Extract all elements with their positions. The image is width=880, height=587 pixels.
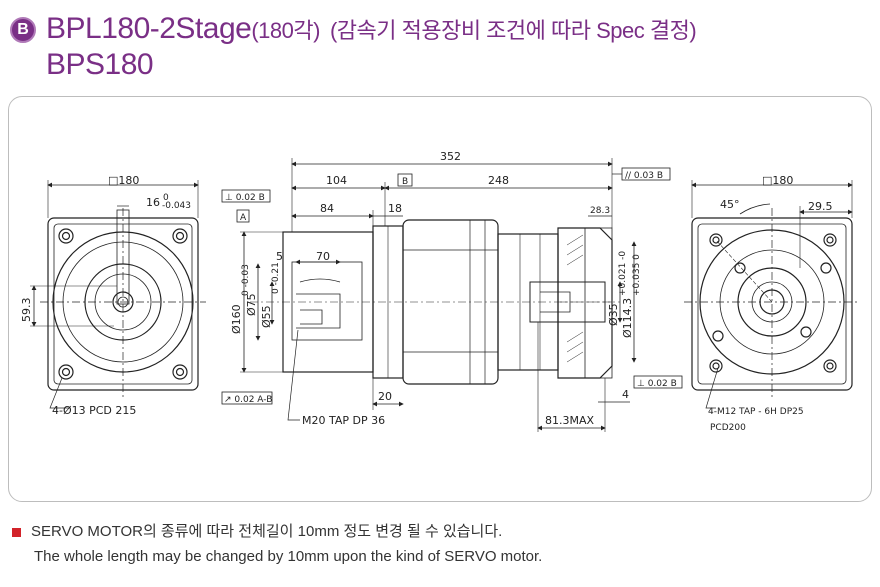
dia-1143-label: Ø114.3	[621, 298, 634, 338]
model-title-2: BPS180	[46, 48, 154, 81]
tol-par-label: // 0.03 B	[625, 171, 663, 181]
dia-35-tol: +0.021 -0	[618, 251, 628, 296]
dia-75-label: Ø75	[245, 293, 258, 316]
len-5-label: 5	[276, 250, 283, 263]
tol-perp-label: ⊥ 0.02 B	[225, 193, 265, 203]
footer-note-en: The whole length may be changed by 10mm …	[34, 548, 543, 565]
key-tol-top: 0	[163, 193, 169, 203]
key-width-label: 16	[146, 196, 160, 209]
model-size: (180각)	[251, 18, 320, 43]
len-18-label: 18	[388, 202, 402, 215]
len-283-label: 28.3	[590, 206, 610, 216]
right-pcd-note: PCD200	[710, 423, 746, 433]
len-20-label: 20	[378, 390, 392, 403]
footer-note-ko: SERVO MOTOR의 종류에 따라 전체길이 10mm 정도 변경 될 수 …	[12, 520, 502, 541]
tol-perp2-label: ⊥ 0.02 B	[637, 379, 677, 389]
series-badge: B	[10, 17, 36, 43]
model-name: BPL180-2Stage	[46, 12, 252, 45]
len-295-label: 29.5	[808, 200, 833, 213]
dia-160-label: Ø160	[230, 304, 243, 334]
datum-b-label: B	[402, 177, 408, 187]
left-bolt-note: 4-Ø13 PCD 215	[52, 404, 136, 417]
right-view	[684, 180, 860, 409]
dia-55-label: Ø55	[260, 305, 273, 328]
note-ko-text: SERVO MOTOR의 종류에 따라 전체길이 10mm 정도 변경 될 수 …	[31, 523, 503, 540]
side-view	[240, 158, 637, 432]
angle-label: 45°	[720, 198, 740, 211]
right-tap-note: 4-M12 TAP - 6H DP25	[708, 407, 804, 417]
total-length-label: 352	[440, 150, 461, 163]
dia-35-label: Ø35	[607, 303, 620, 326]
key-tol-bottom: -0.043	[162, 201, 191, 211]
len-104-label: 104	[326, 174, 347, 187]
len-84-label: 84	[320, 202, 334, 215]
max-len-label: 81.3MAX	[545, 414, 595, 427]
tolerance-frames	[221, 167, 683, 405]
len-4-label: 4	[622, 388, 629, 401]
model-note: (감속기 적용장비 조건에 따라 Spec 결정)	[329, 18, 697, 43]
tol-runout-label: ↗ 0.02 A-B	[224, 395, 272, 405]
side-tap-note: M20 TAP DP 36	[302, 414, 385, 427]
model-title: BPL180-2Stage(180각) (감속기 적용장비 조건에 따라 Spec…	[46, 12, 697, 46]
left-square-label: □180	[108, 174, 139, 187]
left-view	[30, 180, 206, 409]
bullet-icon	[12, 527, 21, 537]
dia-1143-tol: +0.035 0	[632, 254, 642, 296]
height-label: 59.3	[20, 298, 33, 323]
right-square-label: □180	[762, 174, 793, 187]
dia-160-tol: 0 -0.03	[241, 264, 251, 296]
len-248-label: 248	[488, 174, 509, 187]
dia-55-tol: 0 -0.21	[271, 262, 281, 294]
len-70-label: 70	[316, 250, 330, 263]
datum-a-label: A	[240, 213, 247, 223]
